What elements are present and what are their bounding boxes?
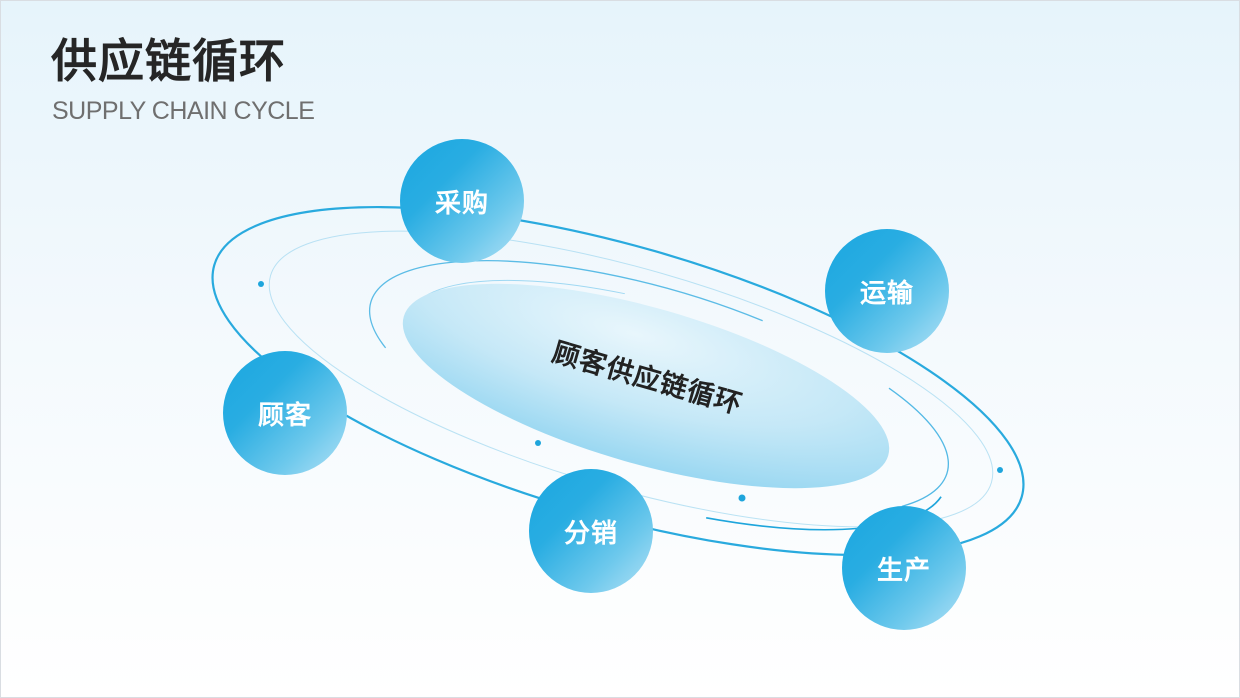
page-subtitle: SUPPLY CHAIN CYCLE bbox=[52, 97, 315, 125]
node-transport: 运输 bbox=[825, 229, 949, 353]
core-ellipse bbox=[402, 283, 890, 489]
orbit-dot bbox=[738, 494, 746, 502]
orbit-dot bbox=[258, 281, 264, 287]
node-label: 分销 bbox=[563, 518, 618, 549]
node-production: 生产 bbox=[842, 506, 966, 630]
node-customer: 顾客 bbox=[223, 351, 347, 475]
node-distribution: 分销 bbox=[529, 469, 653, 593]
node-procurement: 采购 bbox=[400, 139, 524, 263]
node-label: 采购 bbox=[434, 188, 489, 219]
orbit-dot bbox=[535, 440, 541, 446]
node-label: 顾客 bbox=[257, 400, 312, 431]
node-label: 运输 bbox=[859, 278, 914, 309]
node-label: 生产 bbox=[876, 555, 931, 586]
orbit-dot bbox=[997, 467, 1003, 473]
page-title: 供应链循环 bbox=[51, 34, 286, 88]
